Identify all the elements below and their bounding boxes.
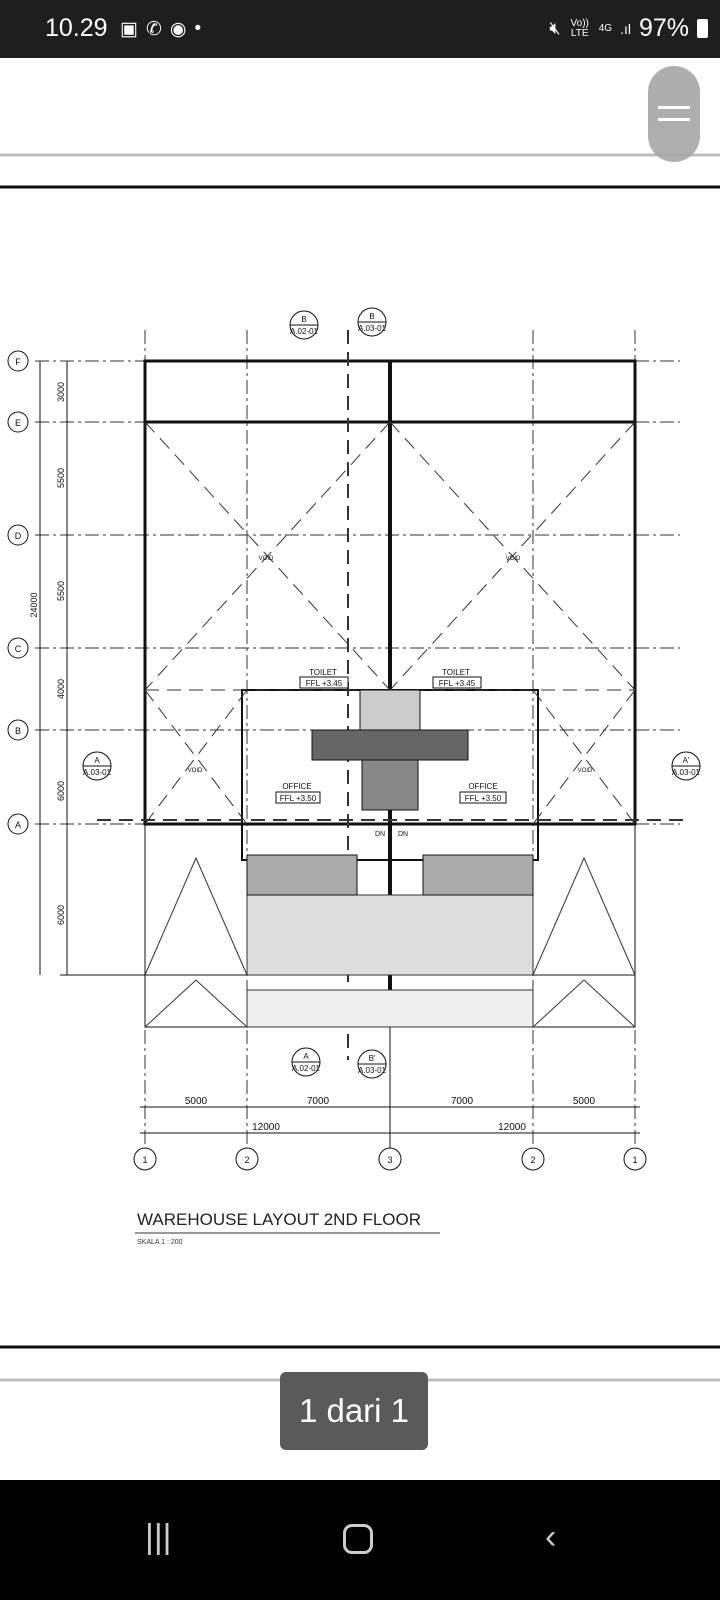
svg-text:A': A' (683, 756, 690, 765)
svg-text:A.02-01: A.02-01 (292, 1064, 321, 1073)
svg-text:B': B' (369, 1054, 376, 1063)
void-label: VOID (259, 556, 274, 562)
mute-icon: 🔇︎ (549, 18, 561, 38)
row-dim: 6000 (56, 905, 66, 925)
grid-bubble-col: 1 (142, 1155, 147, 1165)
svg-text:A.03-01: A.03-01 (83, 768, 112, 777)
col-total-dim: 12000 (252, 1122, 280, 1133)
svg-text:A.03-01: A.03-01 (672, 768, 701, 777)
toilet-label: TOILET (309, 668, 337, 677)
grid-bubble-row: B (15, 726, 21, 736)
back-button[interactable]: ‹ (545, 1518, 557, 1556)
section-marker: A A.03-01 (82, 751, 112, 781)
battery-level: 97% (638, 14, 689, 42)
grid-bubble-col: 1 (632, 1155, 637, 1165)
col-dim: 7000 (451, 1096, 474, 1107)
row-total-dim: 24000 (29, 592, 39, 617)
col-dim: 5000 (573, 1096, 596, 1107)
whatsapp-icon: ✆ (145, 19, 162, 40)
col-total-dim: 12000 (498, 1122, 526, 1133)
navigation-bar: ||| ‹ (0, 1480, 720, 1600)
status-bar: 10.29 ▣ ✆ ◉ • 🔇︎ Vo)) LTE 4G .ıl 97% (0, 0, 720, 58)
grid-bubble-col: 2 (530, 1155, 535, 1165)
svg-text:A: A (303, 1052, 309, 1061)
section-marker: B A.02-01 (289, 310, 319, 340)
floor-plan-drawing: VOID VOID VOID VOID OFFICE FFL +3.50 OFF… (0, 153, 720, 1382)
row-dim: 4000 (56, 679, 66, 699)
void-label: VOID (506, 556, 521, 562)
section-marker: B' A.03-01 (357, 1049, 387, 1079)
office-label: OFFICE (468, 782, 497, 791)
drawing-scale: SKALA 1 : 200 (137, 1239, 183, 1246)
svg-text:A.03-01: A.03-01 (358, 1066, 387, 1075)
home-button[interactable] (343, 1524, 373, 1554)
scroll-handle[interactable] (648, 66, 700, 162)
network-icon: 4G (598, 22, 613, 34)
page-indicator: 1 dari 1 (280, 1372, 428, 1450)
row-dim: 5500 (56, 468, 66, 488)
toilet-ffl: FFL +3.45 (439, 679, 476, 688)
section-marker: B A.03-01 (357, 307, 387, 337)
section-marker: A A.02-01 (291, 1047, 321, 1077)
stair-dn: DN (375, 831, 385, 838)
svg-text:A.03-01: A.03-01 (358, 324, 387, 333)
col-dim: 7000 (307, 1096, 330, 1107)
svg-text:B: B (369, 312, 374, 321)
office-ffl: FFL +3.50 (280, 794, 317, 803)
grid-bubble-row: E (15, 418, 21, 428)
void-label: VOID (188, 768, 203, 774)
office-ffl: FFL +3.50 (465, 794, 502, 803)
drawing-title: WAREHOUSE LAYOUT 2ND FLOOR (137, 1210, 421, 1229)
recents-button[interactable]: ||| (145, 1518, 172, 1556)
toilet-label: TOILET (442, 668, 470, 677)
row-dim: 3000 (56, 382, 66, 402)
row-dim: 6000 (56, 781, 66, 801)
grid-bubble-row: A (15, 820, 21, 830)
signal-icon: .ıl (620, 20, 631, 37)
section-marker: A' A.03-01 (671, 751, 701, 781)
void-label: VOID (578, 768, 593, 774)
svg-text:A: A (94, 756, 100, 765)
pdf-viewer[interactable]: VOID VOID VOID VOID OFFICE FFL +3.50 OFF… (0, 58, 720, 1480)
app-icon: ◉ (169, 19, 187, 40)
office-label: OFFICE (282, 782, 311, 791)
row-dim: 5500 (56, 581, 66, 601)
svg-text:A.02-01: A.02-01 (290, 327, 319, 336)
grid-bubble-row: D (15, 531, 22, 541)
battery-icon (697, 19, 708, 38)
clock: 10.29 (45, 14, 108, 42)
stair-dn: DN (398, 831, 408, 838)
grid-bubble-row: C (15, 644, 22, 654)
grid-bubble-col: 3 (387, 1155, 392, 1165)
toilet-ffl: FFL +3.45 (306, 679, 343, 688)
grid-bubble-row: F (15, 357, 21, 367)
gallery-icon: ▣ (120, 19, 138, 40)
grid-bubble-col: 2 (244, 1155, 249, 1165)
svg-text:B: B (301, 315, 306, 324)
volte-icon: Vo)) LTE (570, 17, 589, 39)
dot-icon: • (194, 18, 202, 39)
col-dim: 5000 (185, 1096, 208, 1107)
